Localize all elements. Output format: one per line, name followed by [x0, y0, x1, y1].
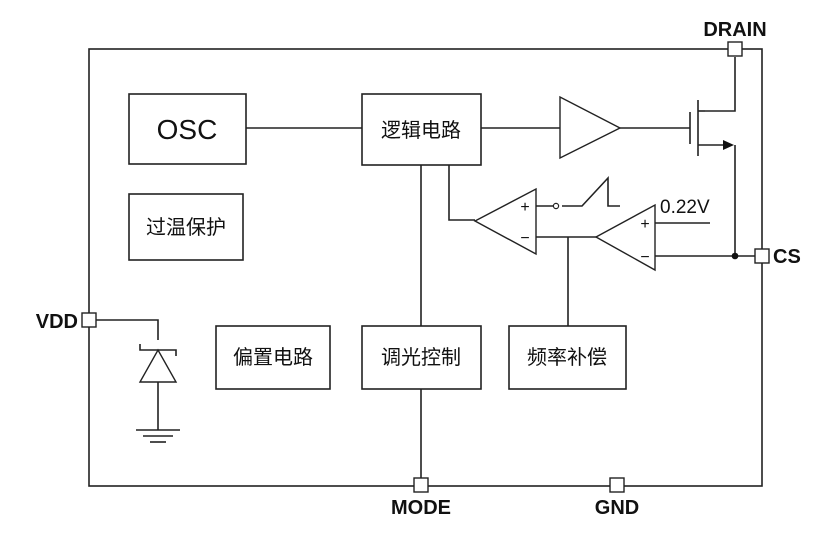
- osc-label: OSC: [157, 114, 218, 145]
- amplifier-plus-label: +: [640, 216, 649, 233]
- ramp-waveform-icon: [562, 175, 620, 207]
- gnd-pin-label: GND: [595, 497, 639, 519]
- over-temperature-block: 过温保护: [128, 193, 244, 261]
- mode-pin-label: MODE: [391, 497, 451, 519]
- bias-circuit-label: 偏置电路: [233, 345, 313, 369]
- cs-pin: [754, 248, 770, 264]
- logic-circuit-block: 逻辑电路: [361, 93, 482, 166]
- error-amplifier: + −: [594, 203, 656, 272]
- drain-pin-label: DRAIN: [703, 19, 766, 41]
- comparator-triangle-icon: [473, 187, 537, 256]
- comparator-minus-label: −: [520, 230, 529, 247]
- dimming-control-label: 调光控制: [381, 345, 461, 369]
- zener-diode-icon: [138, 344, 178, 383]
- drain-pin: [727, 41, 743, 57]
- vdd-pin-label: VDD: [36, 311, 78, 333]
- dimming-control-block: 调光控制: [361, 325, 482, 390]
- frequency-compensation-label: 频率补偿: [527, 345, 607, 369]
- comparator-plus-label: +: [520, 199, 529, 216]
- osc-block: OSC: [128, 93, 247, 165]
- ground-icon: [136, 429, 180, 443]
- bias-circuit-block: 偏置电路: [215, 325, 331, 390]
- vdd-pin: [81, 312, 97, 328]
- power-mosfet-icon: [689, 100, 734, 156]
- cs-pin-label: CS: [773, 246, 801, 268]
- reference-voltage-label: 0.22V: [660, 197, 710, 218]
- wire-vdd-zener: [96, 319, 159, 340]
- wire-drain: [705, 57, 736, 112]
- gnd-pin: [609, 477, 625, 493]
- mode-pin: [413, 477, 429, 493]
- amplifier-minus-label: −: [640, 249, 649, 266]
- comparator-input-node: [552, 202, 560, 210]
- frequency-compensation-block: 频率补偿: [508, 325, 627, 390]
- pwm-comparator: + −: [473, 187, 560, 256]
- amplifier-triangle-icon: [594, 203, 656, 272]
- over-temperature-label: 过温保护: [146, 215, 226, 239]
- driver-buffer-icon: [559, 95, 622, 160]
- logic-circuit-label: 逻辑电路: [381, 118, 461, 142]
- cs-junction-node: [731, 252, 739, 260]
- wire-logic-comparator: [448, 165, 475, 221]
